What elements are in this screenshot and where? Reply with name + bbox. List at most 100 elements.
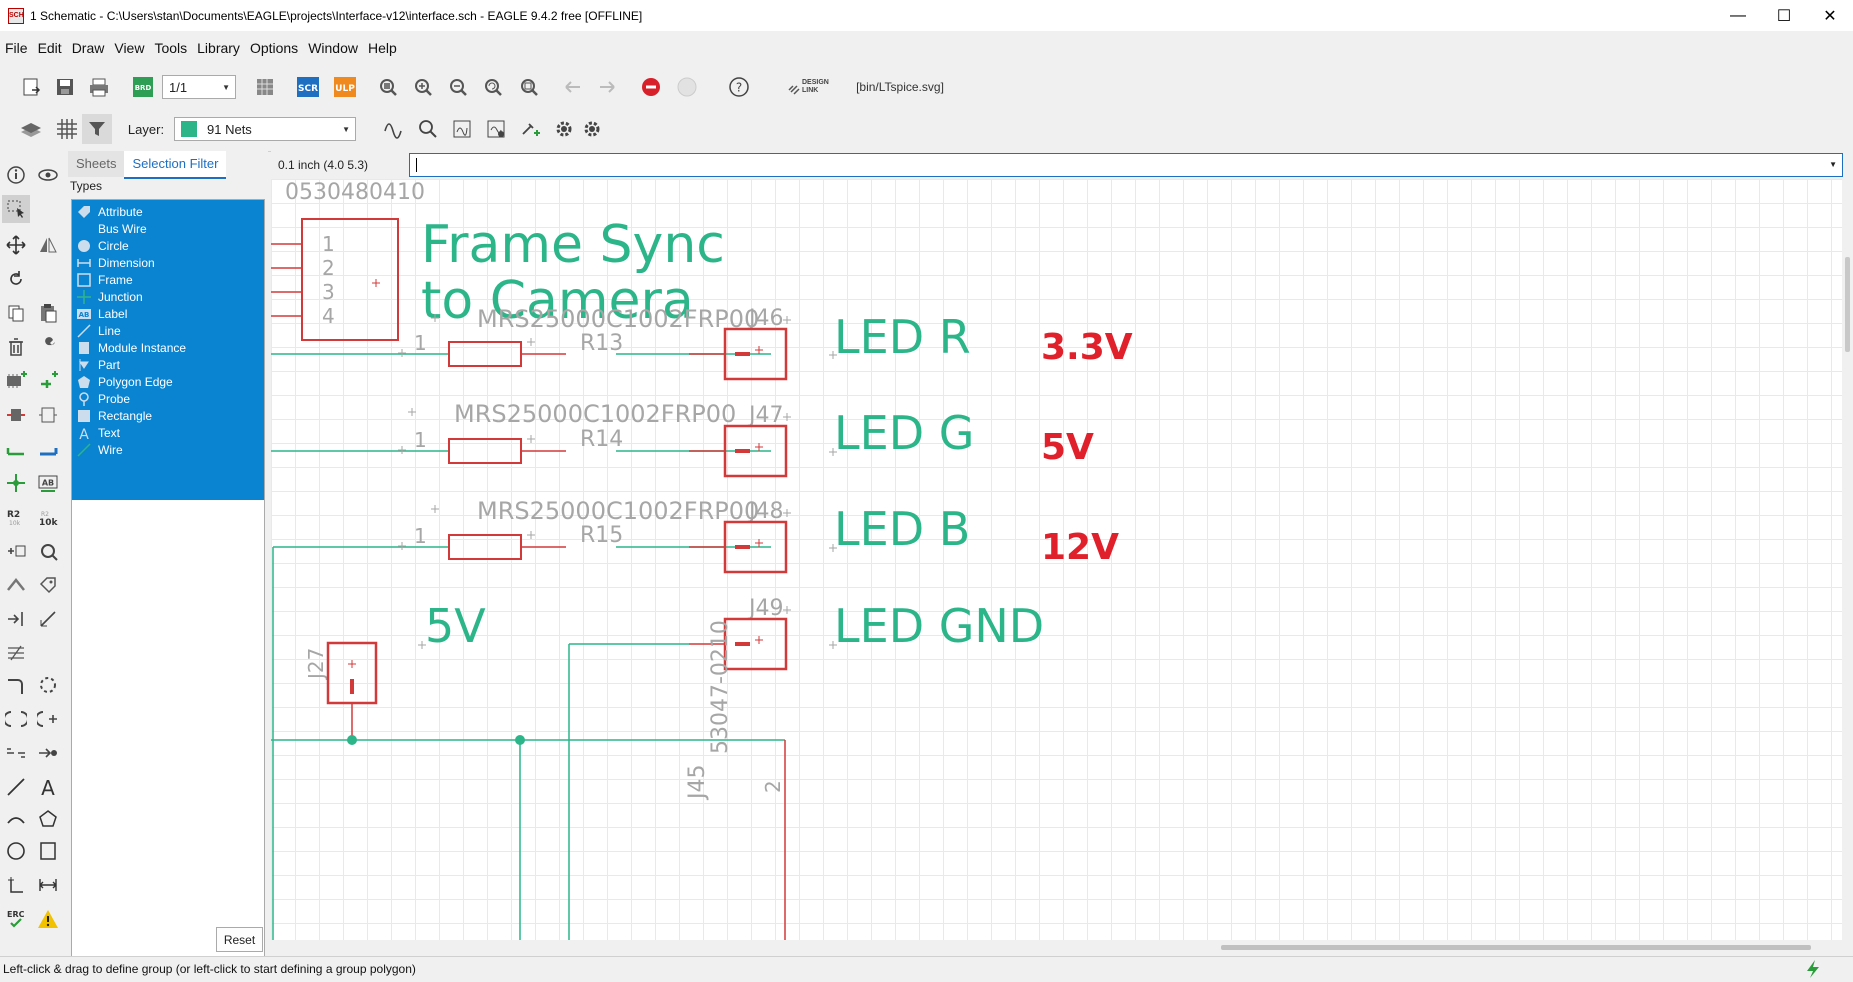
wrench-icon[interactable] xyxy=(34,333,62,361)
resistor-r15[interactable] xyxy=(448,534,522,560)
layer-select[interactable]: 91 Nets ▼ xyxy=(174,117,356,141)
draw-line-icon[interactable] xyxy=(34,605,62,633)
save-icon[interactable] xyxy=(52,74,78,100)
gate-swap-icon[interactable] xyxy=(34,401,62,429)
line-icon[interactable] xyxy=(2,773,30,801)
junction-icon[interactable] xyxy=(2,469,30,497)
list-item[interactable]: Circle xyxy=(72,236,264,256)
slice-icon[interactable] xyxy=(2,639,30,667)
menu-options[interactable]: Options xyxy=(249,40,299,56)
mirror-icon[interactable] xyxy=(34,231,62,259)
menu-file[interactable]: File xyxy=(5,40,28,56)
junction-dot[interactable] xyxy=(347,735,357,745)
warning-icon[interactable] xyxy=(34,905,62,933)
grid-icon[interactable] xyxy=(52,115,82,143)
erc-check-icon[interactable]: ERC xyxy=(2,905,30,933)
add-part-icon[interactable] xyxy=(2,367,30,395)
circle-icon[interactable] xyxy=(2,837,30,865)
label-icon[interactable]: AB xyxy=(34,469,62,497)
brd-switch-icon[interactable]: BRD xyxy=(130,73,156,101)
split-icon[interactable] xyxy=(2,571,30,599)
list-item[interactable]: Module Instance xyxy=(72,338,264,358)
zoom-select-icon[interactable] xyxy=(516,74,544,100)
led-gnd-label[interactable]: LED GND xyxy=(834,599,1044,653)
list-item[interactable]: Polygon Edge xyxy=(72,372,264,392)
miter-icon[interactable] xyxy=(34,537,62,565)
frame-sync-text[interactable]: Frame Sync xyxy=(421,215,725,275)
zoom-out-icon[interactable] xyxy=(445,74,471,100)
menu-window[interactable]: Window xyxy=(308,40,358,56)
ripup-icon[interactable] xyxy=(34,671,62,699)
list-item[interactable]: Probe xyxy=(72,389,264,409)
menu-library[interactable]: Library xyxy=(197,40,240,56)
led-label[interactable]: LED G xyxy=(834,406,974,460)
attribute-icon[interactable] xyxy=(34,571,62,599)
add-probe-icon[interactable] xyxy=(516,115,544,143)
menu-tools[interactable]: Tools xyxy=(154,40,188,56)
simulate-wave-icon[interactable] xyxy=(380,115,408,143)
move-icon[interactable] xyxy=(2,231,30,259)
led-label[interactable]: LED R xyxy=(834,310,971,364)
route-icon[interactable] xyxy=(2,671,30,699)
list-item[interactable]: Part xyxy=(72,355,264,375)
list-item[interactable]: Junction xyxy=(72,287,264,307)
schematic-drawing[interactable]: 0530480410 1 2 3 4 Frame Sync to Camera … xyxy=(271,179,1842,940)
sheet-select[interactable]: 1/1▼ xyxy=(162,75,236,99)
pin-swap-icon[interactable] xyxy=(2,705,30,733)
mark-icon[interactable] xyxy=(2,871,30,899)
connect-icon[interactable] xyxy=(2,739,30,767)
layer-settings-icon[interactable] xyxy=(16,115,46,143)
command-input[interactable]: ▼ xyxy=(409,153,1843,177)
help-button[interactable]: ? xyxy=(726,74,752,100)
resistor-r13[interactable] xyxy=(448,341,522,367)
menu-edit[interactable]: Edit xyxy=(37,40,62,56)
jack-j46[interactable] xyxy=(723,327,788,381)
replace-icon[interactable] xyxy=(2,401,30,429)
probe-search-icon[interactable] xyxy=(414,115,442,143)
list-item[interactable]: Rectangle xyxy=(72,406,264,426)
jack-j49[interactable] xyxy=(723,617,788,671)
menu-view[interactable]: View xyxy=(114,40,145,56)
list-item[interactable]: Attribute xyxy=(72,202,264,222)
camera-text[interactable]: to Camera xyxy=(421,271,694,331)
lightning-icon[interactable] xyxy=(1803,959,1823,982)
ulp-run-button[interactable]: ULP xyxy=(331,73,359,101)
filter-icon[interactable] xyxy=(82,114,112,144)
add-pin-icon[interactable] xyxy=(34,367,62,395)
tab-sheets[interactable]: Sheets xyxy=(68,151,125,177)
list-item[interactable]: Frame xyxy=(72,270,264,290)
horizontal-scrollbar[interactable] xyxy=(271,940,1842,956)
menu-draw[interactable]: Draw xyxy=(71,40,105,56)
sim-results-icon[interactable] xyxy=(482,115,510,143)
gear-icon[interactable] xyxy=(578,115,606,143)
zoom-fit-icon[interactable] xyxy=(375,74,401,100)
eye-icon[interactable] xyxy=(34,161,62,189)
wire-icon[interactable] xyxy=(2,435,30,463)
supply-label[interactable]: 5V xyxy=(425,599,486,653)
jack-j48[interactable] xyxy=(723,520,788,574)
stack-icon[interactable] xyxy=(252,74,278,100)
vertical-scrollbar[interactable] xyxy=(1842,179,1853,940)
stop-icon[interactable] xyxy=(638,74,664,100)
minimize-button[interactable]: — xyxy=(1730,6,1746,24)
gnd-net-wire[interactable] xyxy=(568,643,689,940)
net-gate-icon[interactable] xyxy=(2,605,30,633)
bus-connect-icon[interactable] xyxy=(34,739,62,767)
list-item[interactable]: Bus Wire xyxy=(72,219,264,239)
rectangle-icon[interactable] xyxy=(34,837,62,865)
gate-rotate-icon[interactable] xyxy=(34,705,62,733)
vertical-scroll-thumb[interactable] xyxy=(1845,257,1850,352)
bus-icon[interactable] xyxy=(34,435,62,463)
scr-run-script-button[interactable]: SCR xyxy=(294,73,322,101)
sim-settings-icon[interactable] xyxy=(448,115,476,143)
led-label[interactable]: LED B xyxy=(834,502,970,556)
zoom-redraw-icon[interactable] xyxy=(480,74,506,100)
list-item[interactable]: Dimension xyxy=(72,253,264,273)
horizontal-scroll-thumb[interactable] xyxy=(1221,945,1811,950)
dimension-icon[interactable] xyxy=(34,871,62,899)
rotate-icon[interactable] xyxy=(2,265,30,293)
menu-help[interactable]: Help xyxy=(367,40,397,56)
